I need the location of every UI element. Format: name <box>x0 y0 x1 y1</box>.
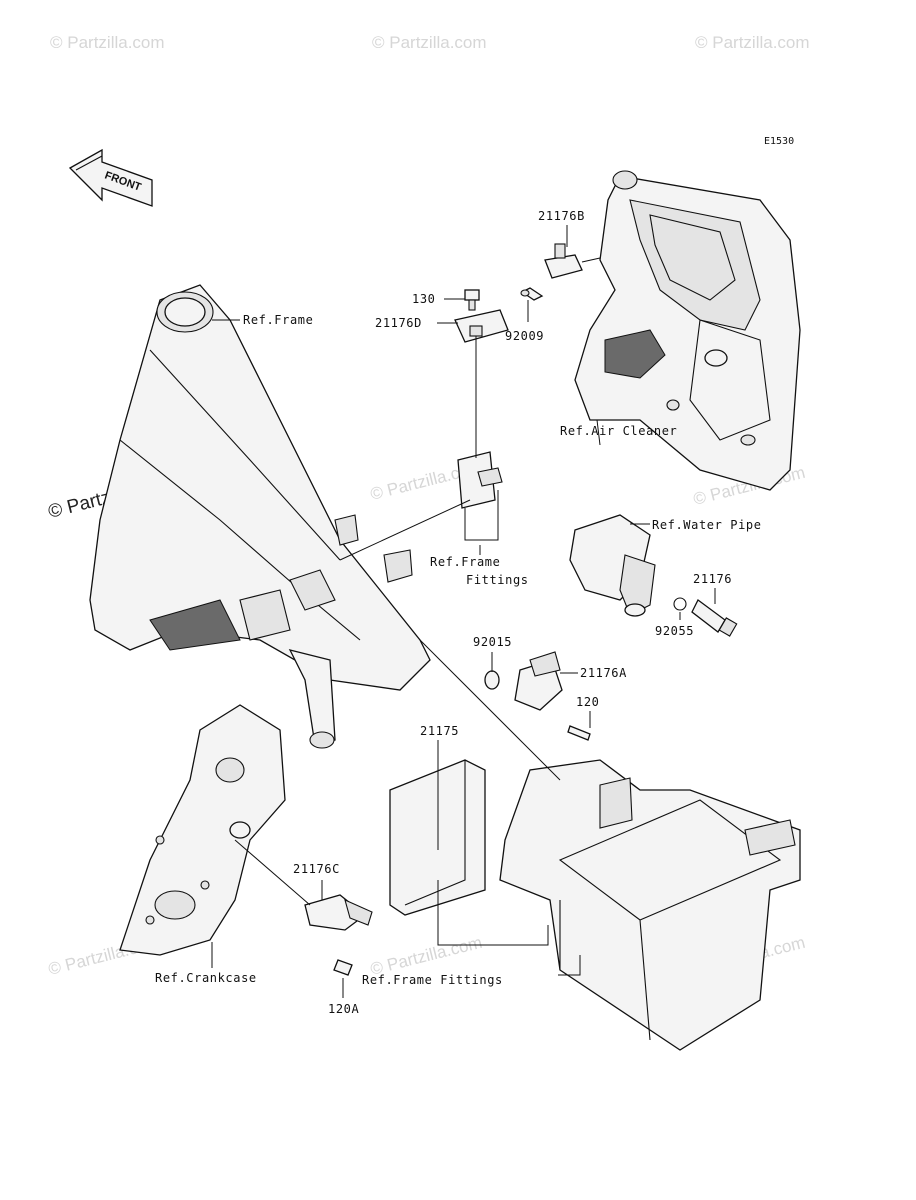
air-cleaner-housing <box>574 170 801 491</box>
part-labels: 21176B 92009 130 21176D Ref.Frame Ref.Ai… <box>155 209 762 1016</box>
watermark: © Partzilla.com <box>368 933 484 979</box>
bolt-120 <box>567 725 591 741</box>
watermark: © Partzilla.com <box>50 33 165 52</box>
sensor-21176c <box>304 894 373 931</box>
water-pipe-housing <box>569 514 656 617</box>
screw-92009 <box>520 287 544 301</box>
label-21176d: 21176D <box>375 316 422 330</box>
front-arrow-icon: FRONT <box>68 148 153 207</box>
label-ref-crankcase: Ref.Crankcase <box>155 971 257 985</box>
label-ref-frame: Ref.Frame <box>243 313 313 327</box>
gasket-92055 <box>673 597 687 611</box>
battery-case <box>499 759 801 1051</box>
label-120a: 120A <box>328 1002 359 1016</box>
label-ref-frame-fittings-1: Ref.Frame <box>430 555 500 569</box>
frame-assembly <box>89 284 431 749</box>
watermark: © Partzilla.com <box>695 33 810 52</box>
sensor-21176b <box>544 243 601 279</box>
sensor-21176a <box>514 651 563 711</box>
label-21176b: 21176B <box>538 209 585 223</box>
frame-fittings-bracket <box>457 451 503 509</box>
label-92009: 92009 <box>505 329 544 343</box>
label-21176a: 21176A <box>580 666 627 680</box>
label-92015: 92015 <box>473 635 512 649</box>
label-130: 130 <box>412 292 435 306</box>
label-120: 120 <box>576 695 599 709</box>
leader-lines <box>211 225 716 998</box>
label-21176: 21176 <box>693 572 732 586</box>
sensor-21176 <box>691 599 738 637</box>
watermark: © Partzilla.com <box>372 33 487 52</box>
label-ref-frame-fittings-2: Fittings <box>466 573 529 587</box>
crankcase <box>119 704 286 956</box>
label-92055: 92055 <box>655 624 694 638</box>
label-ref-water-pipe: Ref.Water Pipe <box>652 518 762 532</box>
sensor-21176d <box>454 309 509 343</box>
collar-92015 <box>484 670 500 690</box>
bolt-130 <box>464 289 480 311</box>
bolt-120a <box>333 959 353 976</box>
label-21175: 21175 <box>420 724 459 738</box>
diagram-code: E1530 <box>764 136 794 147</box>
label-21176c: 21176C <box>293 862 340 876</box>
label-ref-frame-fittings-bottom: Ref.Frame Fittings <box>362 973 503 987</box>
label-ref-air-cleaner: Ref.Air Cleaner <box>560 424 677 438</box>
